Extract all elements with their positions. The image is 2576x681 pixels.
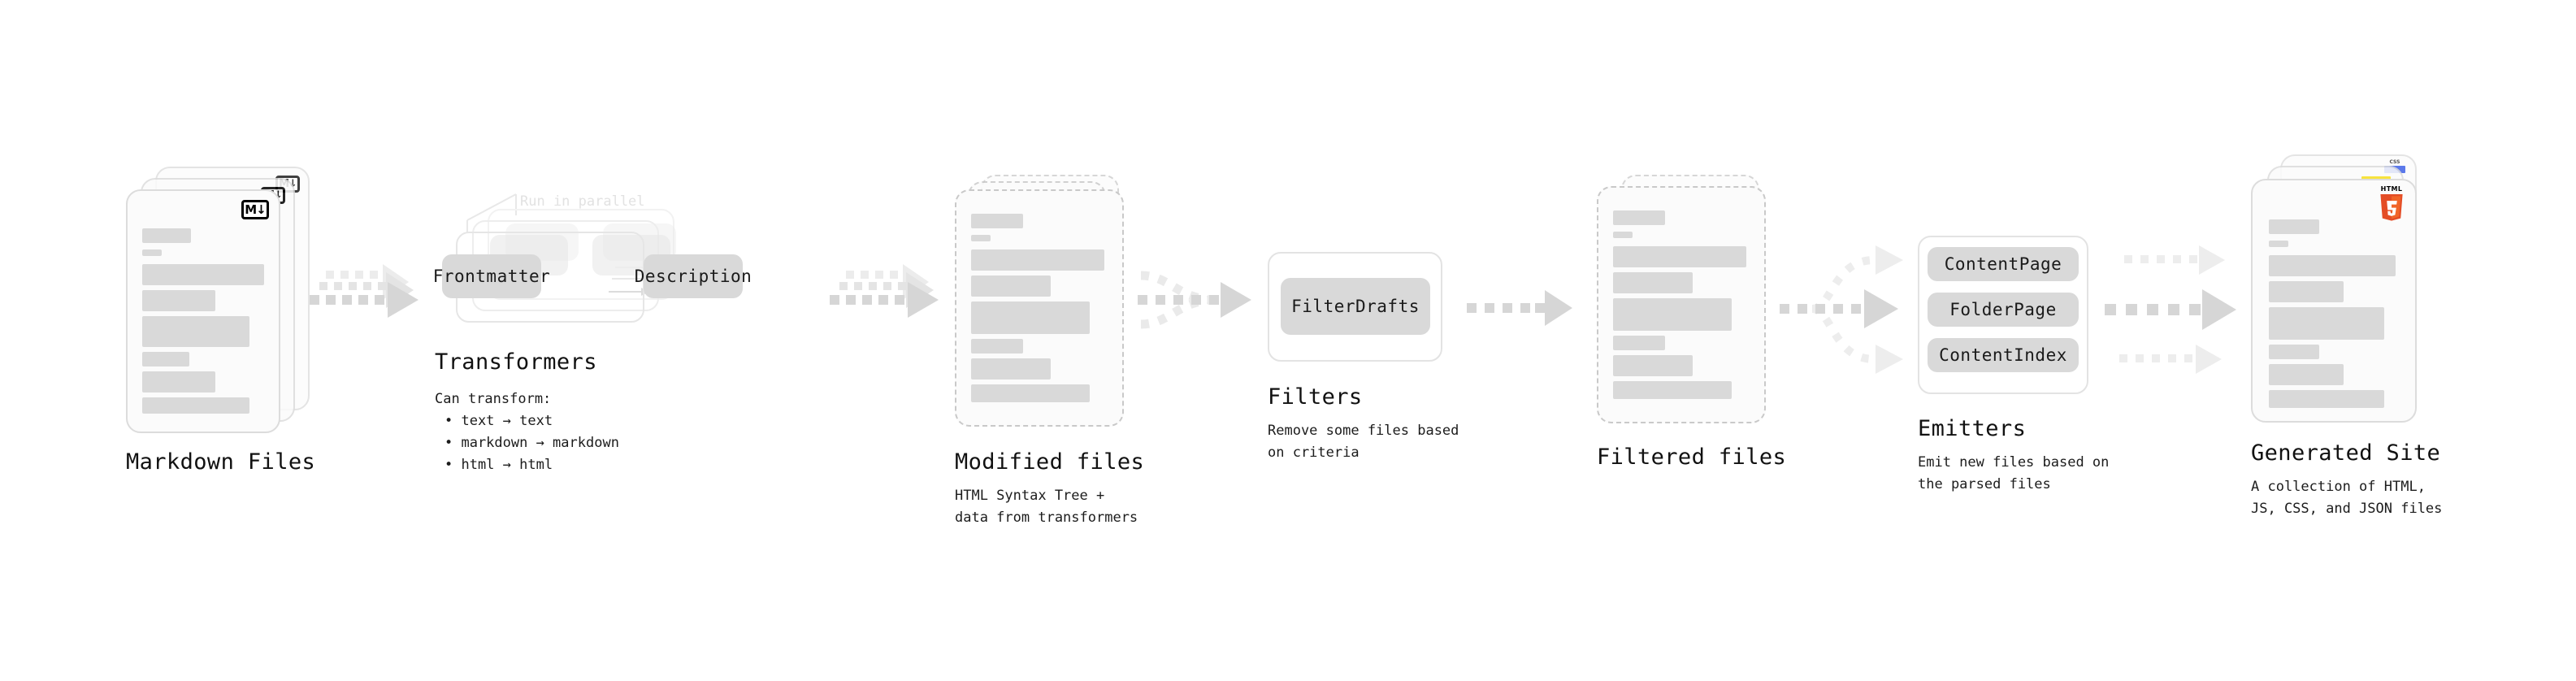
html5-icon: HTML <box>2376 185 2407 221</box>
emitter-chip-folderpage[interactable]: FolderPage <box>1928 293 2079 327</box>
connector-filters-to-filtered <box>1467 288 1572 337</box>
stage-filtered-files: Filtered files <box>1597 175 1786 470</box>
html5-icon-label: HTML <box>2380 185 2403 193</box>
stage-title-filtered-files: Filtered files <box>1597 445 1787 470</box>
stage-title-emitters: Emitters <box>1918 416 2027 441</box>
modified-files-description: HTML Syntax Tree + data from transformer… <box>955 488 1138 526</box>
filters-description: Remove some files based on criteria <box>1268 423 1459 461</box>
transformers-description: Can transform: <box>435 391 552 407</box>
css-badge-label: CSS <box>2389 159 2400 165</box>
generated-site-stack: CSS HTML <box>2251 154 2446 439</box>
run-in-parallel-bracket <box>466 191 571 236</box>
emitter-chip-contentpage[interactable]: ContentPage <box>1928 247 2079 281</box>
stage-modified-files: Modified files HTML Syntax Tree + data f… <box>955 175 1144 526</box>
modified-card-front <box>955 189 1124 427</box>
transformers-bullet-html: • html → html <box>445 457 553 473</box>
markdown-card-front: M↓ <box>126 189 280 433</box>
connector-modified-to-filters <box>1138 264 1260 354</box>
connector-transformers-to-modified <box>825 264 939 354</box>
filter-chip-filterdrafts[interactable]: FilterDrafts <box>1281 278 1430 335</box>
stage-markdown-files: M↓ M↓ M↓ Markdown Files <box>126 167 315 475</box>
transformers-bullet-markdown: • markdown → markdown <box>445 435 619 451</box>
generated-site-description: A collection of HTML, JS, CSS, and JSON … <box>2251 479 2443 517</box>
stage-generated-site: CSS HTML <box>2251 154 2446 517</box>
stage-title-transformers: Transformers <box>435 349 597 375</box>
transformer-chip-description[interactable]: Description <box>635 254 752 298</box>
markdown-badge: M↓ <box>241 200 269 219</box>
stage-title-filters: Filters <box>1268 384 1363 410</box>
transformer-chip-frontmatter[interactable]: Frontmatter <box>433 254 550 298</box>
generated-card-skeleton: HTML <box>2253 180 2415 421</box>
stage-title-modified-files: Modified files <box>955 449 1145 475</box>
filtered-card-front <box>1597 186 1766 423</box>
markdown-file-stack: M↓ M↓ M↓ <box>126 167 313 435</box>
emitters-description: Emit new files based on the parsed files <box>1918 454 2110 492</box>
markdown-card-skeleton: M↓ <box>128 191 279 432</box>
emitter-chip-contentindex[interactable]: ContentIndex <box>1928 338 2079 372</box>
connector-md-to-transformers <box>305 264 418 354</box>
connector-filtered-to-emitters <box>1780 236 1910 382</box>
modified-card-skeleton <box>956 191 1122 425</box>
filtered-card-skeleton <box>1598 188 1764 422</box>
stage-title-generated-site: Generated Site <box>2251 440 2441 466</box>
connector-emitters-to-site <box>2105 236 2251 382</box>
transformers-bullet-text: • text → text <box>445 413 553 429</box>
html5-shield-icon <box>2380 194 2403 221</box>
generated-card-html: HTML <box>2251 179 2417 423</box>
run-in-parallel-label: Run in parallel <box>520 193 645 210</box>
stage-title-markdown-files: Markdown Files <box>126 449 316 475</box>
filtered-file-stack <box>1597 175 1776 435</box>
modified-file-stack <box>955 175 1134 435</box>
